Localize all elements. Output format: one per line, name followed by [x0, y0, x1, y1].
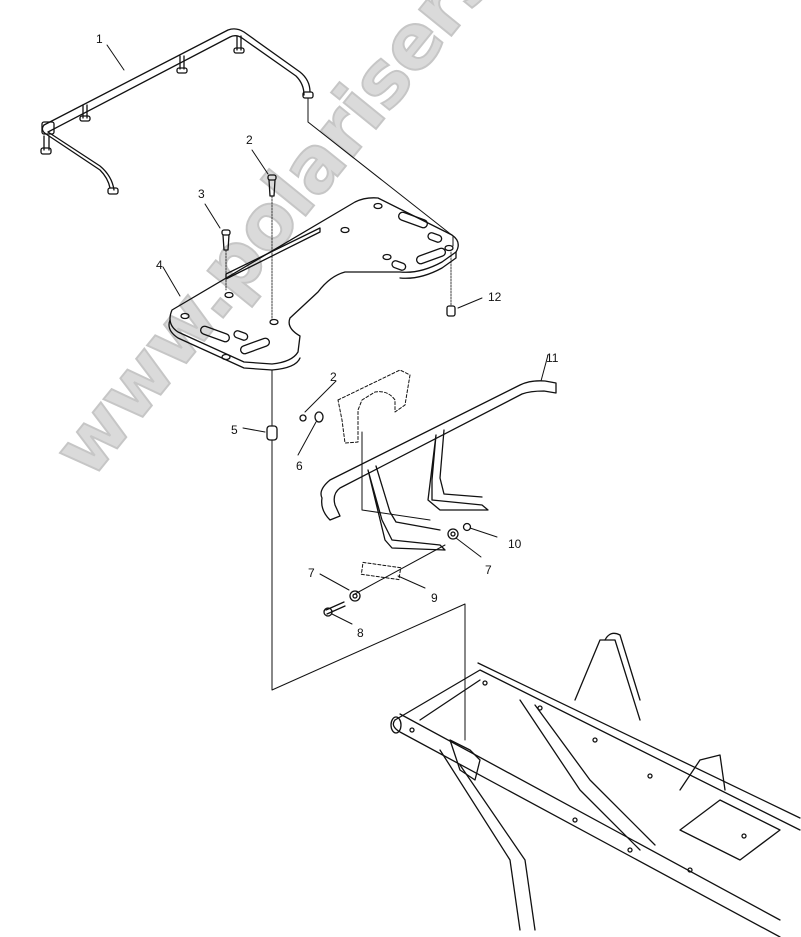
callout-6: 6 [296, 459, 303, 473]
callout-7-left: 7 [308, 566, 315, 580]
callout-9: 9 [431, 591, 438, 605]
callout-12: 12 [488, 290, 502, 304]
callout-2: 2 [246, 133, 253, 147]
callout-1: 1 [96, 32, 103, 46]
vehicle-frame [390, 632, 801, 937]
bolt-part-2 [251, 149, 277, 321]
rack-plate-part-4 [162, 197, 459, 371]
callout-11: 11 [546, 351, 559, 365]
callout-7-right: 7 [485, 563, 492, 577]
washer-part-6 [297, 380, 431, 521]
callout-3: 3 [198, 187, 205, 201]
callout-5: 5 [231, 423, 238, 437]
spacer-part-5 [242, 369, 466, 741]
callout-8: 8 [357, 626, 364, 640]
callout-10: 10 [508, 537, 522, 551]
callout-4: 4 [156, 258, 163, 272]
nut-part-12 [446, 251, 483, 317]
hardware-parts-7-8-9-10 [319, 522, 498, 625]
bumper-part-11 [320, 354, 557, 551]
callout-2-lower: 2 [330, 370, 337, 384]
bolt-part-3 [204, 203, 231, 291]
rack-rail-part-1 [40, 28, 454, 247]
bracket-dashed [337, 369, 411, 444]
